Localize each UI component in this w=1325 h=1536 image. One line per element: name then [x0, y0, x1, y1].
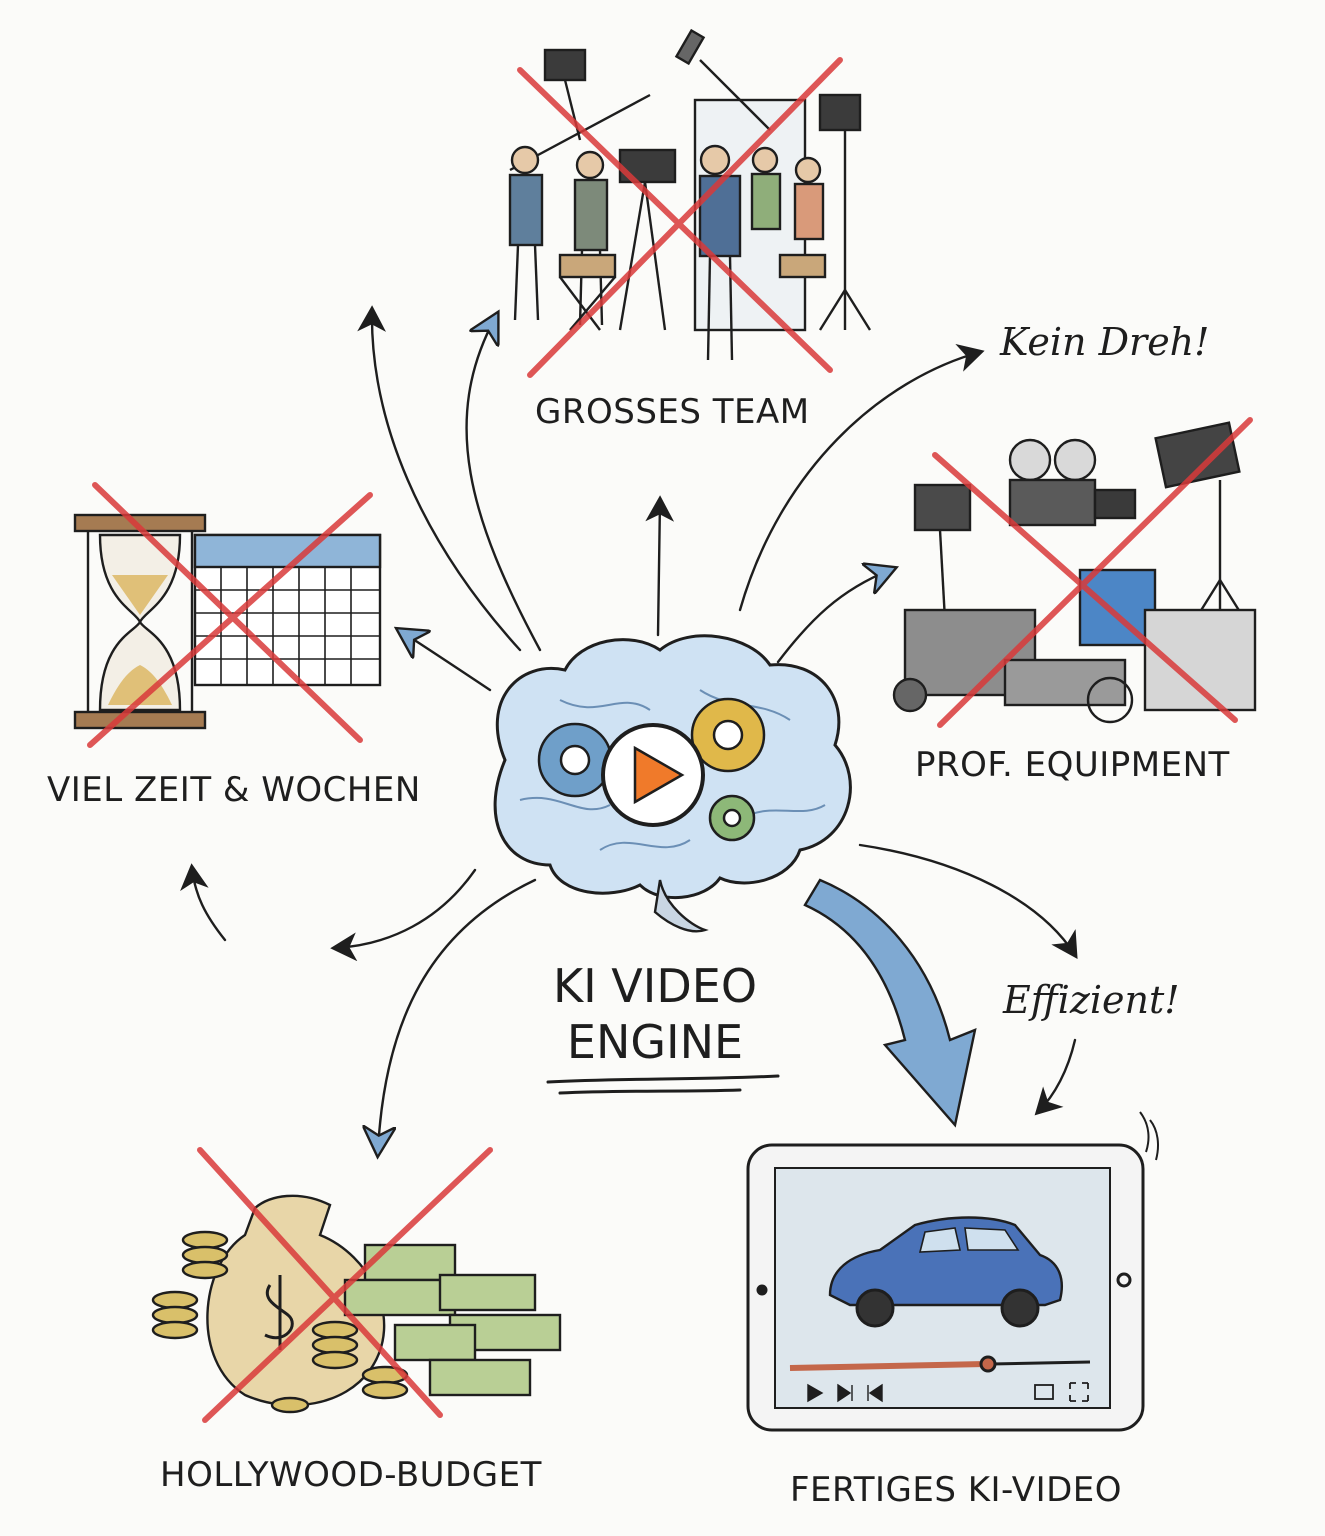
engine-title-line1: KI VIDEO — [552, 959, 758, 1013]
note-effizient: Effizient! — [1003, 978, 1180, 1022]
label-fertiges-ki-video: FERTIGES KI-VIDEO — [790, 1470, 1123, 1510]
big-arrow-to-video — [803, 878, 977, 1128]
label-prof-equipment: PROF. EQUIPMENT — [915, 745, 1230, 785]
engine-title-line2: ENGINE — [566, 1015, 744, 1069]
label-hollywood-budget: HOLLYWOOD-BUDGET — [160, 1455, 542, 1495]
arrow-to-team — [465, 318, 542, 652]
arrow-left-lower — [330, 868, 477, 962]
arrow-effizient-down — [1034, 1038, 1077, 1116]
money-bag-icon — [151, 1194, 562, 1414]
film-crew-icon — [508, 28, 872, 361]
brain-gears-play-icon — [493, 634, 852, 933]
connector-arrows — [180, 305, 1078, 1150]
label-grosses-team: GROSSES TEAM — [535, 392, 810, 432]
tablet-video-icon — [746, 1111, 1159, 1432]
engine-title: KI VIDEO ENGINE — [520, 958, 790, 1070]
arrow-to-effizient — [858, 843, 1078, 960]
arrow-to-equipment — [776, 570, 890, 664]
cross-out-time — [87, 482, 373, 748]
arrow-to-budget — [378, 878, 537, 1150]
arrow-to-time — [402, 632, 492, 692]
cross-out-equipment — [932, 417, 1253, 728]
arrow-to-kein-dreh — [738, 343, 985, 612]
title-underline — [546, 1074, 780, 1095]
hourglass-calendar-icon — [73, 513, 382, 730]
arrow-back-up — [180, 863, 227, 942]
label-viel-zeit: VIEL ZEIT & WOCHEN — [47, 770, 421, 810]
cross-out-budget — [197, 1147, 493, 1423]
arrow-up-left — [357, 305, 522, 652]
arrow-up-center — [645, 495, 675, 637]
play-icon — [601, 723, 705, 827]
note-kein-dreh: Kein Dreh! — [1000, 320, 1210, 364]
gear-yellow-icon — [690, 697, 766, 773]
gear-green-icon — [708, 794, 756, 842]
cross-out-team — [517, 57, 843, 378]
gear-blue-icon — [537, 722, 613, 798]
